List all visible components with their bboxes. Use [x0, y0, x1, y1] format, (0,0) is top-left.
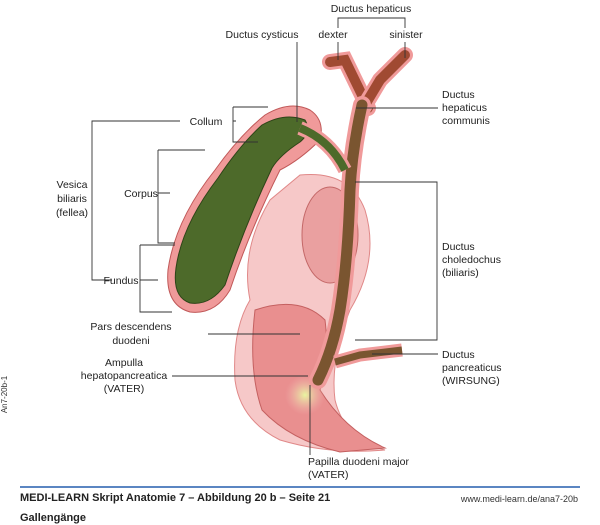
- label-choledochus-1: Ductus: [442, 241, 475, 253]
- footer-title: MEDI-LEARN Skript Anatomie 7 – Abbildung…: [20, 492, 331, 504]
- label-pars-descendens-1: Pars descendens: [90, 321, 171, 333]
- leader-lines: [91, 17, 438, 455]
- label-pancreaticus-1: Ductus: [442, 349, 475, 361]
- label-hepaticus-communis-2: hepaticus: [442, 102, 487, 114]
- label-vesica-1: Vesica: [57, 179, 88, 191]
- footer-url[interactable]: www.medi-learn.de/ana7-20b: [460, 494, 578, 504]
- label-choledochus-2: choledochus: [442, 254, 501, 266]
- label-hepaticus-communis-1: Ductus: [442, 89, 475, 101]
- figure-code: An7-20b-1: [0, 375, 10, 414]
- label-hepaticus-communis-3: communis: [442, 115, 490, 127]
- label-pancreaticus-3: (WIRSUNG): [442, 375, 500, 387]
- label-vesica-2: biliaris: [57, 193, 87, 205]
- label-corpus: Corpus: [124, 188, 158, 200]
- footer-divider: [20, 486, 580, 488]
- label-papilla-1: Papilla duodeni major: [308, 456, 409, 468]
- label-choledochus-3: (biliaris): [442, 267, 479, 279]
- label-dexter: dexter: [318, 29, 348, 41]
- label-ampulla-3: (VATER): [104, 383, 144, 395]
- label-ductus-hepaticus: Ductus hepaticus: [331, 3, 412, 15]
- label-vesica-3: (fellea): [56, 207, 88, 219]
- label-pars-descendens-2: duodeni: [112, 335, 149, 347]
- label-ampulla-2: hepatopancreatica: [81, 370, 168, 382]
- label-ampulla-1: Ampulla: [105, 357, 143, 369]
- label-ductus-cysticus: Ductus cysticus: [226, 29, 299, 41]
- label-pancreaticus-2: pancreaticus: [442, 362, 502, 374]
- footer-subtitle: Gallengänge: [20, 512, 87, 524]
- label-papilla-2: (VATER): [308, 469, 348, 481]
- label-collum: Collum: [190, 116, 223, 128]
- label-sinister: sinister: [389, 29, 423, 41]
- label-fundus: Fundus: [103, 275, 138, 287]
